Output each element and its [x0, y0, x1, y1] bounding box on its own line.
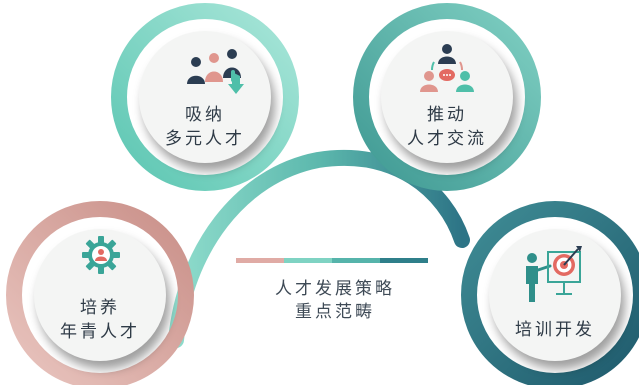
- center-title-line2: 重点范畴: [295, 302, 375, 322]
- node-attract-label: 吸纳 多元人才: [150, 103, 260, 151]
- center-bar-seg-2: [284, 258, 332, 263]
- gear-person-icon: [82, 236, 120, 274]
- ring-training: [461, 201, 639, 385]
- node-cultivate-label: 培养 年青人才: [45, 296, 155, 344]
- center-bar-seg-3: [332, 258, 380, 263]
- center-title-line1: 人才发展策略: [275, 279, 395, 299]
- node-attract[interactable]: [139, 31, 271, 163]
- center-bar-seg-1: [236, 258, 284, 263]
- team-pointer-icon: [187, 49, 244, 94]
- node-training-label: 培训开发: [500, 318, 610, 342]
- node-cultivate-line1: 培养: [80, 298, 120, 318]
- connector-arch: [168, 149, 470, 348]
- connector-arch-inner: [203, 190, 319, 301]
- target-presenter-icon: [526, 246, 582, 302]
- center-title: 人才发展策略 重点范畴: [240, 278, 430, 324]
- node-training-line1: 培训开发: [515, 320, 595, 340]
- ring-exchange: [353, 3, 541, 191]
- ring-attract: [111, 3, 299, 191]
- people-exchange-icon: [420, 44, 474, 92]
- node-attract-line2: 多元人才: [165, 129, 245, 149]
- node-cultivate-line2: 年青人才: [60, 322, 140, 342]
- center-bar-seg-4: [380, 258, 428, 263]
- node-exchange-line2: 人才交流: [407, 129, 487, 149]
- node-attract-line1: 吸纳: [185, 105, 225, 125]
- node-exchange-line1: 推动: [427, 105, 467, 125]
- node-exchange-label: 推动 人才交流: [392, 103, 502, 151]
- ring-cultivate: [6, 201, 194, 385]
